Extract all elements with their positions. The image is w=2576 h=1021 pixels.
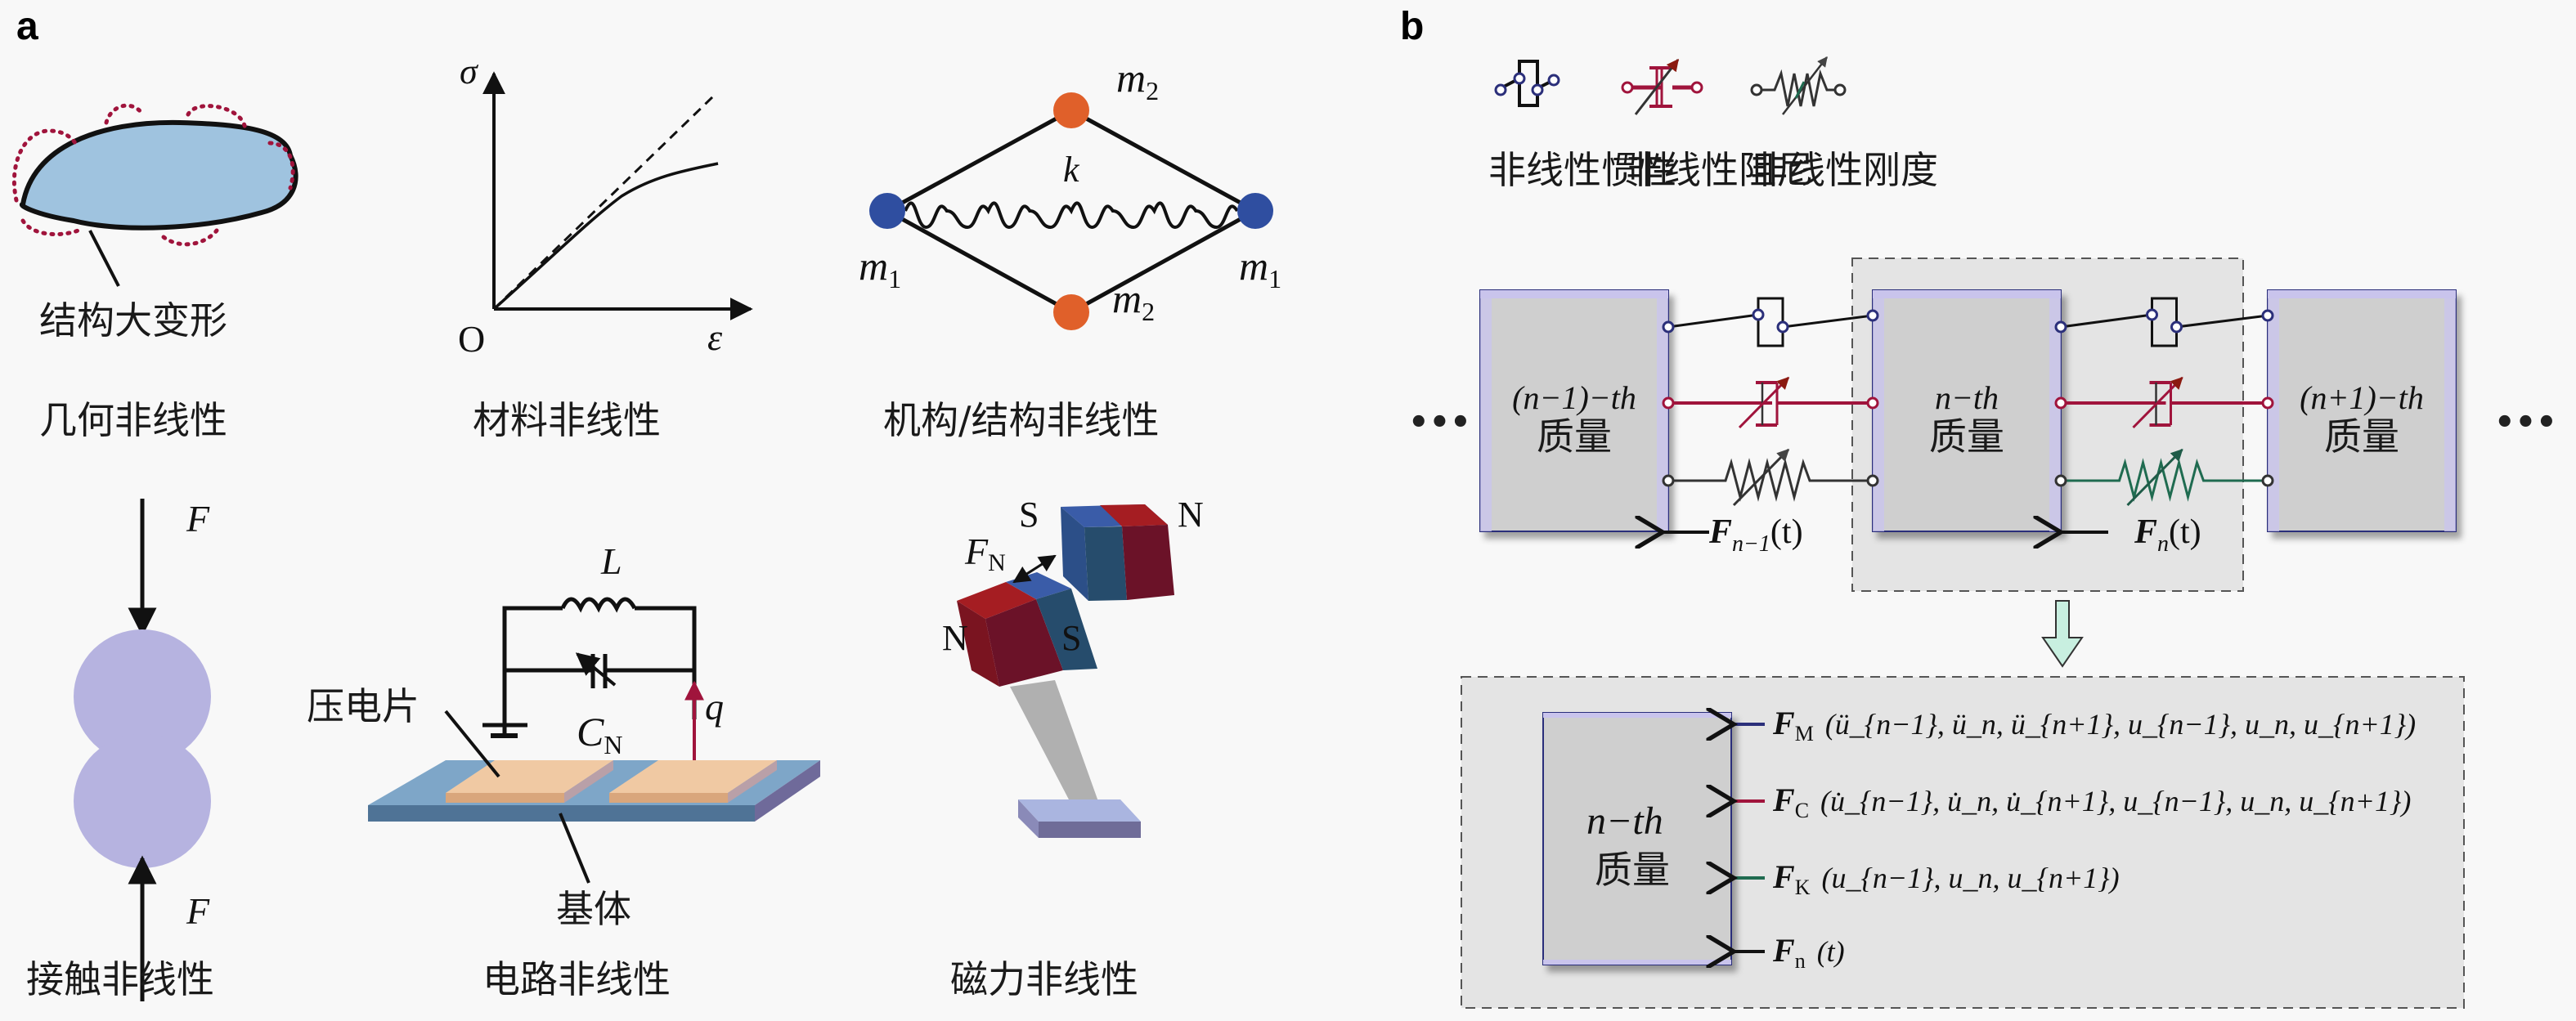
epsilon-label: ε xyxy=(707,316,723,358)
bottom-right-pole: S xyxy=(1061,618,1081,658)
legend-stiffness-label: 非线性刚度 xyxy=(1750,148,1938,192)
expand-down-arrow xyxy=(2041,600,2084,668)
mass-node-left xyxy=(869,193,905,229)
damping-variable-arrow xyxy=(1738,376,1790,429)
substrate-leader-line xyxy=(559,813,590,884)
inductor-label: L xyxy=(600,540,622,582)
detail-force-term: FK(u_{n−1}, u_n, u_{n+1}) xyxy=(1772,858,2120,899)
circuit-diagram xyxy=(368,597,820,884)
deformed-outline xyxy=(11,103,295,247)
mass-node-right xyxy=(1237,193,1273,229)
piezo-label: 压电片 xyxy=(307,684,420,728)
circuit-caption: 电路非线性 xyxy=(482,957,671,1001)
force-label-n: Fn(t) xyxy=(2134,513,2201,557)
top-right-pole: N xyxy=(1178,495,1204,535)
top-magnet-red xyxy=(1122,525,1174,600)
element-connectors xyxy=(1662,297,1879,507)
detail-force-terms: FM(ü_{n−1}, ü_n, ü_{n+1}, u_{n−1}, u_n, … xyxy=(1734,705,2416,973)
mass-label: (n+1)−th xyxy=(2300,379,2424,416)
bottom-magnet-blue xyxy=(1036,589,1097,670)
sphere-top xyxy=(74,629,211,764)
cantilever-beam xyxy=(1010,680,1104,820)
legend-stiffness-symbol xyxy=(1750,56,1847,115)
stiffness-element xyxy=(1668,458,1873,502)
charge-label: q xyxy=(705,686,724,728)
magnet-diagram xyxy=(957,504,1174,838)
force-double-arrow xyxy=(1012,554,1057,584)
sphere-bottom xyxy=(74,734,211,868)
panel-a-letter: a xyxy=(16,5,38,48)
mass-block xyxy=(1872,289,2062,532)
mass-label-cn: 质量 xyxy=(1537,414,1612,459)
piezo-patch-2 xyxy=(609,760,777,793)
mass-label: (n−1)−th xyxy=(1512,379,1636,416)
piezo-leader-line xyxy=(444,710,500,778)
piezo-patch-1 xyxy=(446,760,613,793)
force-bottom-label: F xyxy=(186,890,210,932)
ellipsis-left: ••• xyxy=(1408,404,1471,441)
mass-label: n−th xyxy=(1935,379,1999,416)
variable-capacitor-arrow xyxy=(575,652,617,687)
top-magnet-blue xyxy=(1061,507,1088,601)
top-left-pole: S xyxy=(1019,495,1039,535)
legend-inertia-symbol xyxy=(1494,60,1560,107)
leader-line xyxy=(88,230,120,287)
nonlinear-curve xyxy=(492,162,719,311)
spring-k-label: k xyxy=(1063,150,1080,190)
mass-node-bottom xyxy=(1053,294,1089,330)
mass-label-cn: 质量 xyxy=(1929,414,2004,459)
bottom-magnet-red xyxy=(957,601,999,687)
base-top xyxy=(1018,799,1141,822)
spring-wave xyxy=(904,201,1239,230)
detail-mass-line2: 质量 xyxy=(1595,848,1670,892)
inductor-coil xyxy=(560,597,637,613)
mechanism-diagram xyxy=(869,92,1273,330)
detail-mass-line1: n−th xyxy=(1586,799,1663,843)
damping-variable-arrow xyxy=(2132,376,2183,429)
panel-b-letter: b xyxy=(1400,5,1424,48)
mass-node-top xyxy=(1053,92,1089,128)
geometric-caption: 几何非线性 xyxy=(39,398,227,442)
substrate-side xyxy=(755,760,820,822)
mechanism-caption: 机构/结构非线性 xyxy=(883,398,1160,442)
force-label-n-minus-1: Fn−1(t) xyxy=(1708,513,1803,557)
contact-caption: 接触非线性 xyxy=(26,957,214,1001)
stress-strain-plot xyxy=(482,71,753,320)
bottom-left-pole: N xyxy=(942,618,968,658)
ellipsis-right: ••• xyxy=(2494,404,2557,441)
substrate-label: 基体 xyxy=(556,887,631,931)
stiffness-element xyxy=(2061,458,2268,502)
detail-force-term: Fn(t) xyxy=(1772,932,1845,973)
geometric-label: 结构大变形 xyxy=(39,298,227,343)
mass-block xyxy=(2267,289,2457,532)
element-connectors xyxy=(2054,297,2274,507)
capacitor-label: CN xyxy=(577,709,622,759)
legend-damping-label: 非线性阻尼 xyxy=(1626,148,1814,192)
sigma-label: σ xyxy=(460,51,479,92)
detail-force-term: FM(ü_{n−1}, ü_n, ü_{n+1}, u_{n−1}, u_n, … xyxy=(1772,705,2416,746)
mass-label-cn: 质量 xyxy=(2324,414,2399,459)
force-top-label: F xyxy=(186,498,210,540)
origin-label: O xyxy=(458,318,485,360)
magnetic-caption: 磁力非线性 xyxy=(950,957,1138,1001)
magnetic-force-label: FN xyxy=(964,531,1006,576)
contact-diagram xyxy=(74,499,211,1001)
m2-top-label: m2 xyxy=(1116,55,1159,105)
detail-force-term: FC(u̇_{n−1}, u̇_n, u̇_{n+1}, u_{n−1}, u_… xyxy=(1772,781,2411,822)
m2-bottom-label: m2 xyxy=(1112,275,1155,326)
linear-dashed-line xyxy=(492,95,715,311)
legend-damping-symbol xyxy=(1621,58,1703,115)
mass-block xyxy=(1479,289,1669,532)
legend-inertia-label: 非线性惯性 xyxy=(1488,148,1676,192)
blob-shape xyxy=(19,119,298,231)
material-caption: 材料非线性 xyxy=(473,398,661,442)
m1-right-label: m1 xyxy=(1239,243,1281,293)
geometric-blob-diagram xyxy=(11,103,298,287)
detail-mass-block xyxy=(1542,712,1732,965)
m1-left-label: m1 xyxy=(859,243,901,293)
